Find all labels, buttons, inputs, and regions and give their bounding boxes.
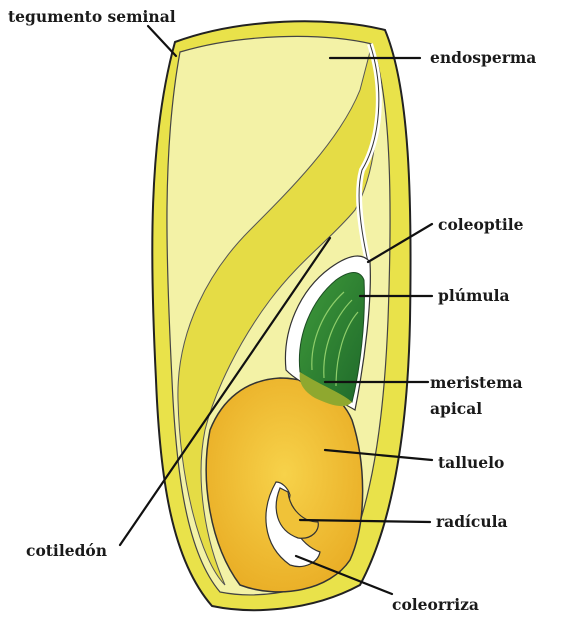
label-coleoptile: coleoptile	[438, 215, 524, 234]
label-radicula: radícula	[436, 512, 508, 531]
label-meristema: meristema	[430, 373, 523, 392]
label-plumula: plúmula	[438, 286, 510, 305]
label-apical: apical	[430, 399, 482, 418]
label-cotiledon: cotiledón	[26, 541, 107, 560]
label-tegumento-seminal: tegumento seminal	[8, 7, 176, 26]
label-talluelo: talluelo	[438, 453, 504, 472]
label-coleorriza: coleorriza	[392, 595, 479, 614]
leader-tegumento	[148, 26, 176, 56]
label-endosperma: endosperma	[430, 48, 536, 67]
